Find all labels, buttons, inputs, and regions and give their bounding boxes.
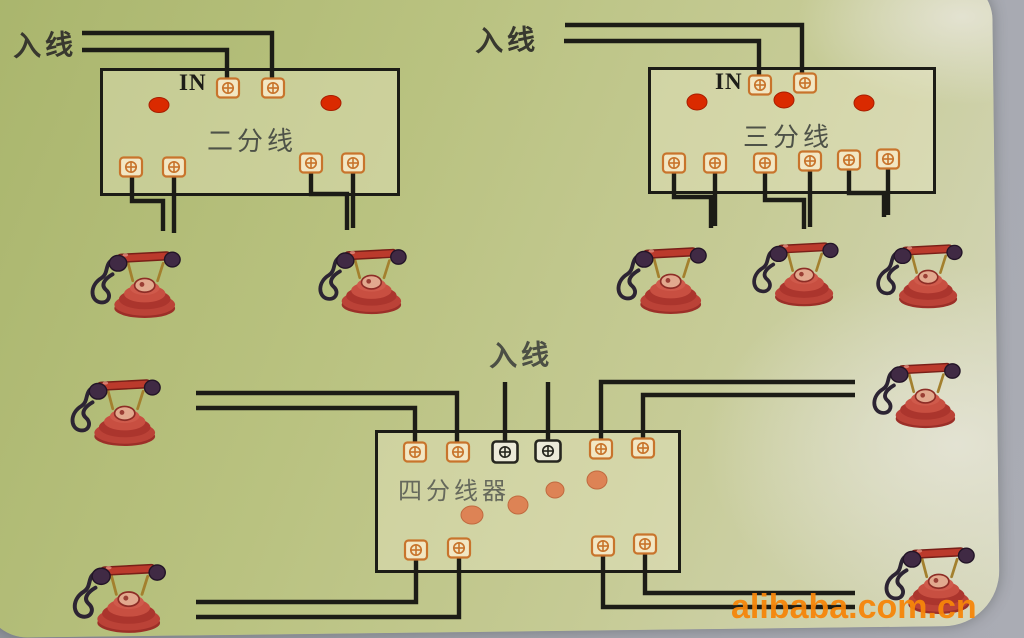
four-way-splitter-title: 四分线器 [398,479,510,505]
screw-terminal-icon [702,152,728,174]
vintage-telephone-icon [70,377,163,448]
indicator-dot [460,505,484,525]
incoming-line-label-three-way: 入线 [474,25,540,58]
wire [196,405,418,446]
in-terminal-icon [534,439,562,463]
indicator-dot [773,91,795,109]
wire [640,392,855,442]
wire [565,22,805,79]
indicator-dot [853,94,875,112]
wire [129,170,166,231]
screw-terminal-icon [402,441,428,463]
screw-terminal-icon [792,72,818,94]
wire [564,38,762,80]
vintage-telephone-icon [90,249,183,320]
screw-terminal-icon [836,149,862,171]
vintage-telephone-icon [876,243,964,311]
screw-terminal-icon [340,152,366,174]
watermark-alibaba: alibaba.com.cn [731,588,977,626]
wire [642,550,855,596]
wire [762,168,807,229]
screw-terminal-icon [445,441,471,463]
indicator-dot [507,495,529,515]
indicator-dot [545,481,565,499]
in-terminal-icon [491,440,519,464]
wire [308,170,350,230]
wire [598,379,855,443]
screw-terminal-icon [161,156,187,178]
screw-terminal-icon [875,148,901,170]
screw-terminal-icon [630,437,656,459]
in-port-label-two-way: IN [179,70,207,95]
wire [82,30,275,84]
screw-terminal-icon [661,152,687,174]
screw-terminal-icon [403,539,429,561]
indicator-dot [586,470,608,490]
three-way-splitter-title: 三分线 [742,123,833,152]
incoming-line-label-two-way: 入线 [12,30,78,63]
splitter-box-two-way [100,68,400,196]
screw-terminal-icon [260,77,286,99]
screw-terminal-icon [590,535,616,557]
wire [196,554,462,620]
vintage-telephone-icon [616,245,709,316]
screw-terminal-icon [632,533,658,555]
screw-terminal-icon [298,152,324,174]
wire [846,166,887,217]
indicator-dot [686,93,708,111]
vintage-telephone-icon [752,241,840,309]
incoming-line-label-four-way: 入线 [488,340,554,373]
screw-terminal-icon [588,438,614,460]
vintage-telephone-icon [872,361,962,431]
screw-terminal-icon [797,150,823,172]
indicator-dot [320,95,342,111]
in-port-label-three-way: IN [715,69,743,94]
screw-terminal-icon [215,77,241,99]
wire [671,170,714,228]
vintage-telephone-icon [72,562,168,635]
screw-terminal-icon [747,74,773,96]
wire [196,390,460,446]
two-way-splitter-title: 二分线 [206,127,297,156]
screw-terminal-icon [752,152,778,174]
wire [196,556,419,605]
indicator-dot [148,97,170,113]
wire [600,552,855,610]
wire [82,47,230,84]
screw-terminal-icon [446,537,472,559]
screw-terminal-icon [118,156,144,178]
vintage-telephone-icon [318,247,408,317]
